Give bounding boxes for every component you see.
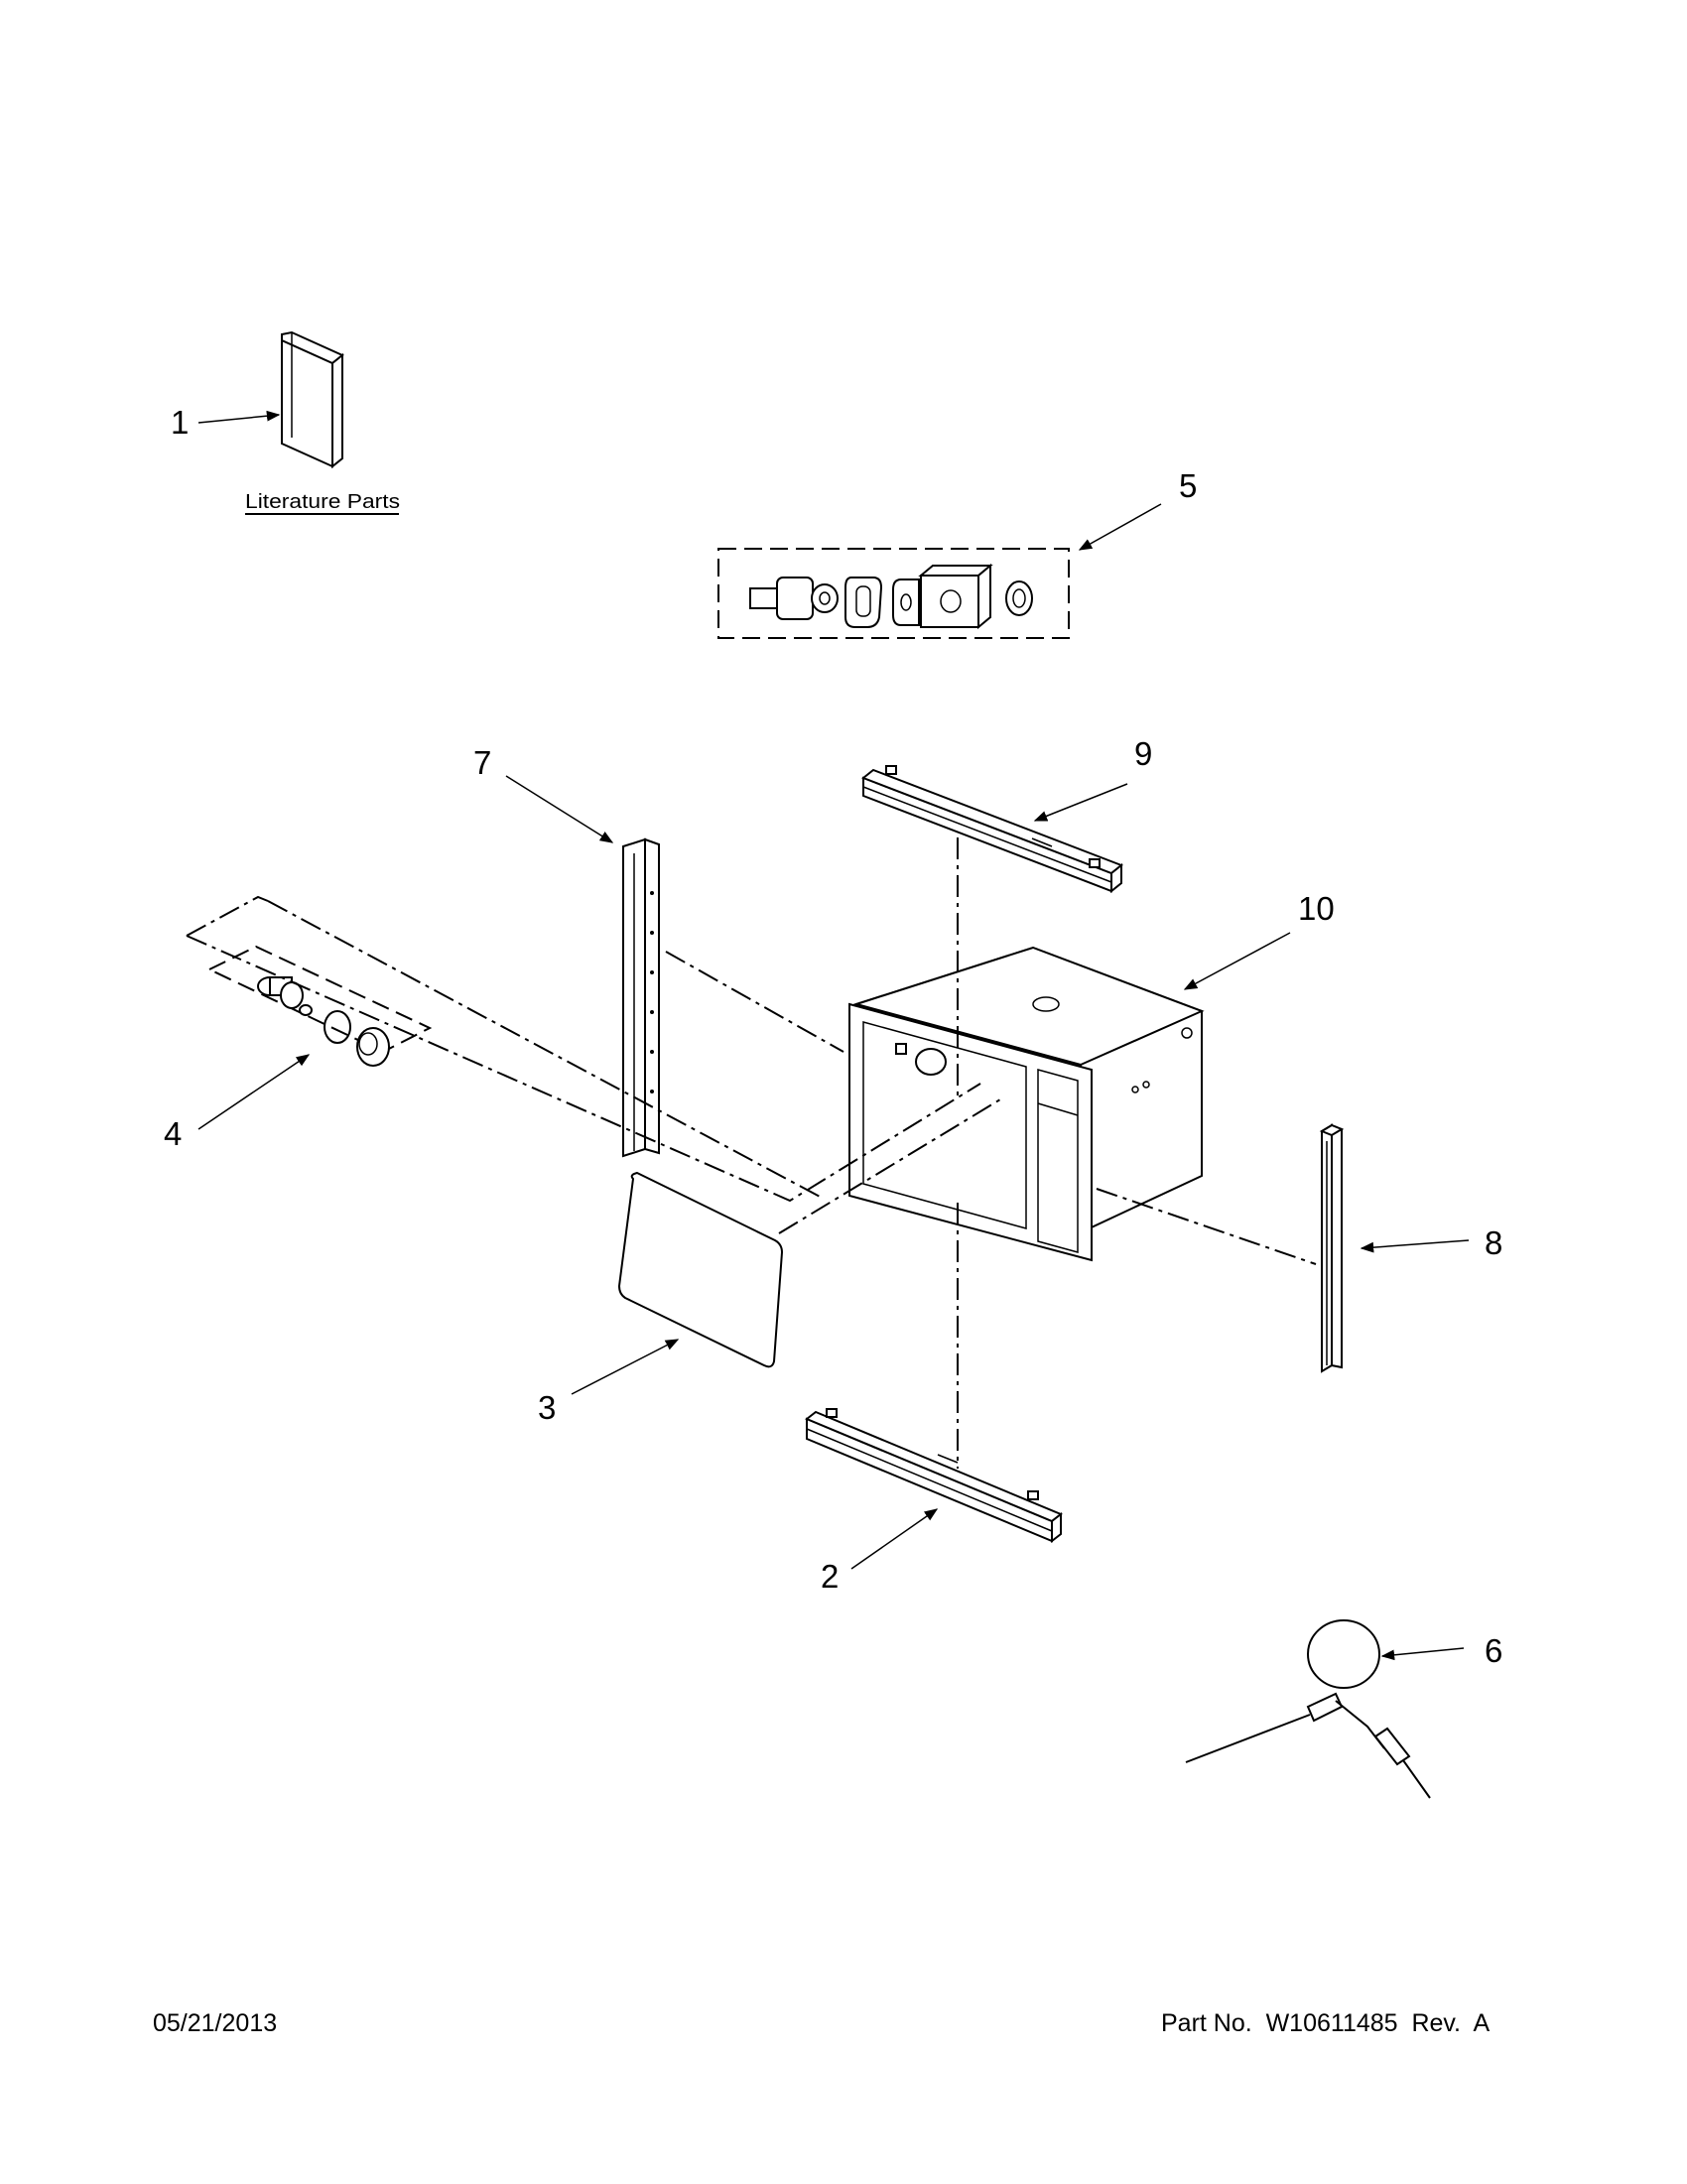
footer-date: 05/21/2013 (153, 2009, 278, 2037)
knob-cap-part (356, 1027, 390, 1067)
temperature-probe (1185, 1619, 1431, 1799)
leader-line-3 (571, 1339, 680, 1395)
callout-2: 2 (821, 1558, 839, 1595)
right-side-trim (1319, 1123, 1345, 1373)
callout-5: 5 (1179, 467, 1197, 504)
callout-6: 6 (1485, 1632, 1502, 1669)
latch-nut-part (1005, 580, 1033, 616)
latch-plunger-part (749, 577, 839, 620)
leader-line-5 (1078, 503, 1162, 551)
knob-ring-part (324, 1010, 351, 1044)
callout-8: 8 (1485, 1224, 1502, 1261)
bottom-trim-strip (805, 1408, 1063, 1544)
latch-assembly (717, 548, 1070, 639)
leader-line-9 (1033, 783, 1128, 822)
latch-housing-part (892, 563, 993, 630)
leader-line-2 (850, 1508, 939, 1570)
callout-4: 4 (164, 1115, 182, 1152)
leader-line-10 (1183, 932, 1291, 990)
leader-line-7 (505, 775, 614, 843)
literature-booklet (281, 330, 344, 469)
leader-line-6 (1380, 1647, 1465, 1661)
literature-parts-label: Literature Parts (245, 491, 400, 513)
leader-line-8 (1360, 1239, 1470, 1253)
knob-shaft-part (257, 976, 313, 1016)
callout-1: 1 (171, 404, 189, 441)
callout-3: 3 (538, 1389, 556, 1426)
leader-line-4 (197, 1054, 311, 1130)
callout-9: 9 (1134, 735, 1152, 772)
left-side-trim (622, 837, 660, 1158)
callout-10: 10 (1298, 890, 1335, 927)
latch-gasket-part (844, 577, 883, 628)
footer-part-number: Part No. W10611485 Rev. A (1161, 2009, 1491, 2037)
assembly-guide-lines (186, 837, 1317, 1469)
callout-7: 7 (473, 744, 491, 781)
cavity-box (848, 946, 1205, 1262)
control-knob-assembly (186, 895, 433, 1067)
leader-line-1 (197, 410, 281, 424)
window-gasket (618, 1172, 783, 1368)
top-trim-strip (861, 765, 1123, 894)
